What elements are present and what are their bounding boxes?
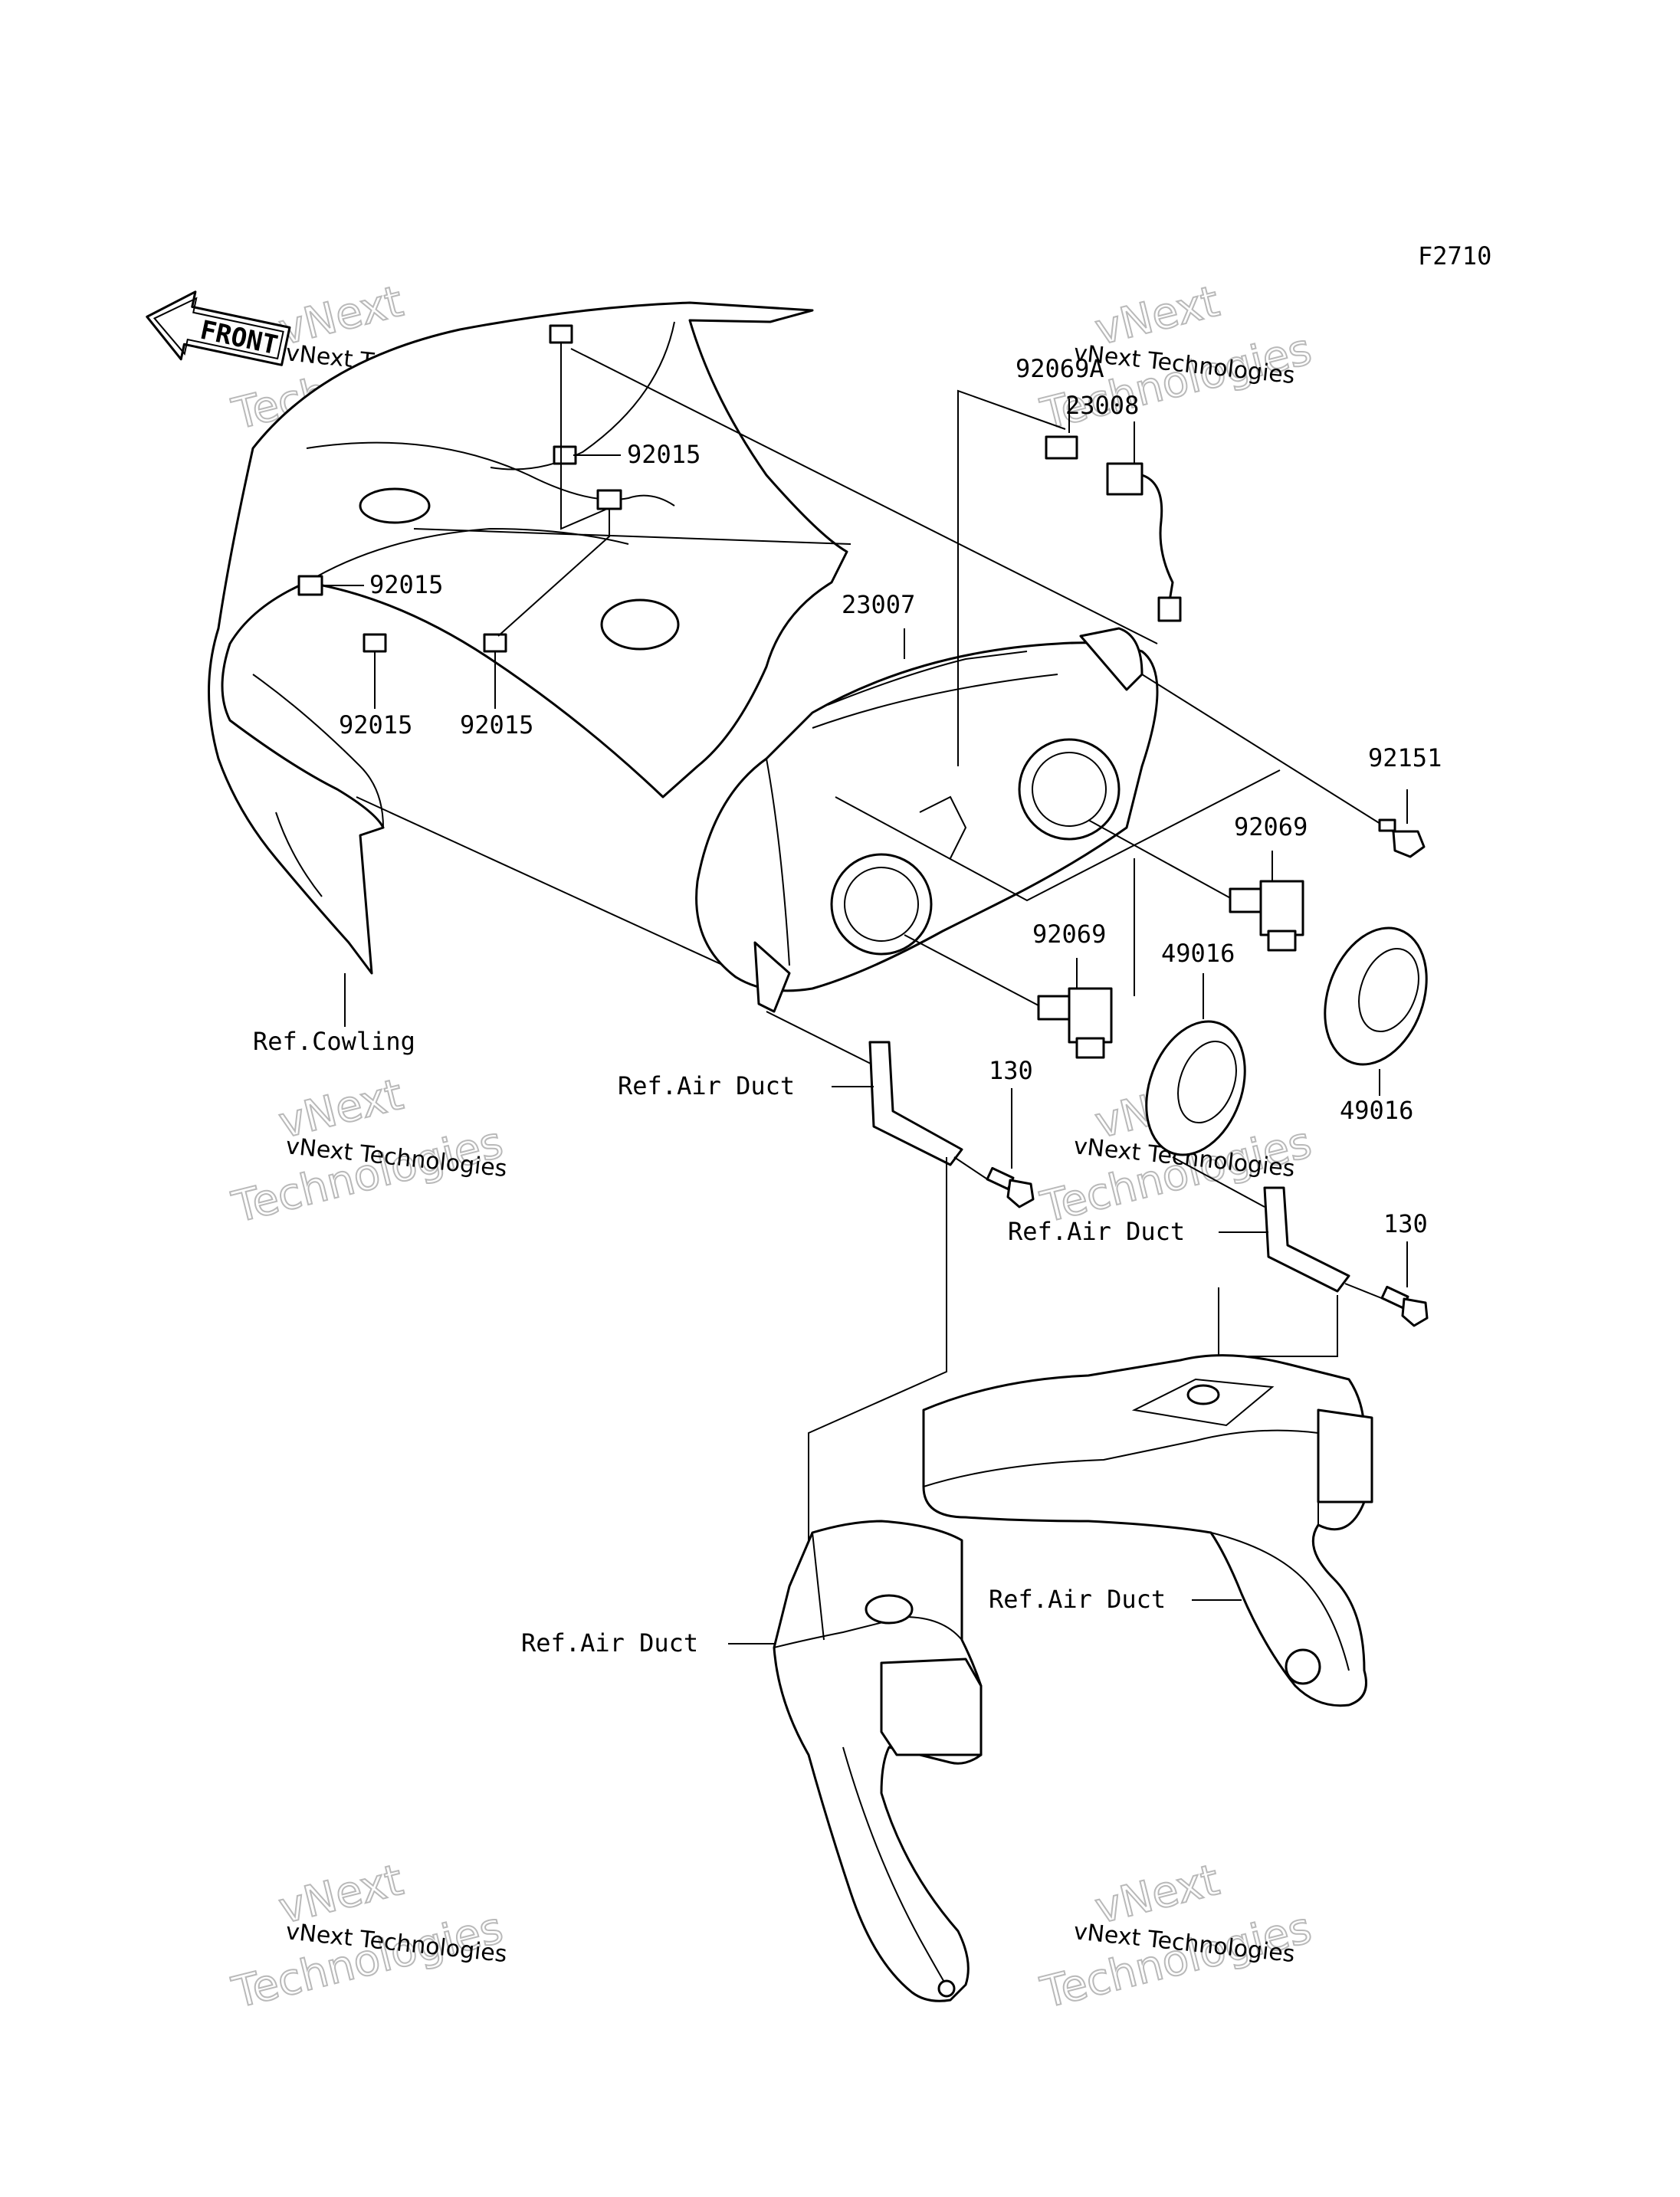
bulb-icon: [1229, 880, 1304, 952]
watermark-bottom-left: vNext Technologies vNext Technologies: [227, 1854, 509, 2019]
air-duct-right: [922, 1354, 1373, 1707]
bulb-socket-icon: [1045, 435, 1078, 460]
cowling: [208, 301, 851, 975]
watermark-bottom-right: vNext Technologies vNext Technologies: [1035, 1854, 1317, 2019]
part-number-130[interactable]: 130: [989, 1056, 1033, 1085]
dust-cap: [1145, 1020, 1246, 1156]
part-number-92015[interactable]: 92015: [369, 570, 443, 599]
ref-air-duct[interactable]: Ref.Air Duct: [989, 1585, 1166, 1614]
ref-air-duct[interactable]: Ref.Air Duct: [521, 1628, 698, 1658]
ref-cowling[interactable]: Ref.Cowling: [253, 1027, 415, 1056]
part-number-92069A[interactable]: 92069A: [1016, 354, 1104, 383]
part-number-23008[interactable]: 23008: [1065, 391, 1139, 420]
cowling-vent: [359, 487, 431, 524]
headlamp-assembly: [695, 627, 1159, 1013]
watermark-mid-left: vNext Technologies vNext Technologies: [227, 1069, 509, 1234]
front-arrow-icon: FRONT: [146, 290, 291, 366]
part-number-130[interactable]: 130: [1383, 1209, 1428, 1238]
air-duct-left: [773, 1520, 983, 2002]
part-number-92069[interactable]: 92069: [1032, 920, 1106, 949]
socket-harness: [1106, 462, 1182, 622]
bulb-icon: [1037, 987, 1113, 1059]
dust-cap: [1324, 926, 1428, 1066]
part-number-92015[interactable]: 92015: [627, 440, 701, 469]
cowling-vent: [600, 598, 680, 651]
figure-code: F2710: [1418, 241, 1491, 271]
part-number-92015[interactable]: 92015: [460, 710, 533, 739]
ref-air-duct-bracket[interactable]: Ref.Air Duct: [618, 1071, 795, 1100]
part-number-49016[interactable]: 49016: [1340, 1096, 1413, 1125]
bracket-left: [868, 1041, 963, 1166]
part-number-92015[interactable]: 92015: [339, 710, 412, 739]
bolt-icon: [1378, 818, 1426, 858]
part-number-23007[interactable]: 23007: [842, 590, 915, 619]
ref-air-duct-bracket[interactable]: Ref.Air Duct: [1008, 1217, 1185, 1246]
part-number-49016[interactable]: 49016: [1161, 939, 1235, 968]
part-number-92151[interactable]: 92151: [1368, 743, 1442, 772]
bracket-right: [1263, 1186, 1350, 1293]
bolt-icon: [1380, 1285, 1429, 1327]
part-number-92069[interactable]: 92069: [1234, 812, 1308, 841]
bolt-icon: [986, 1166, 1035, 1208]
